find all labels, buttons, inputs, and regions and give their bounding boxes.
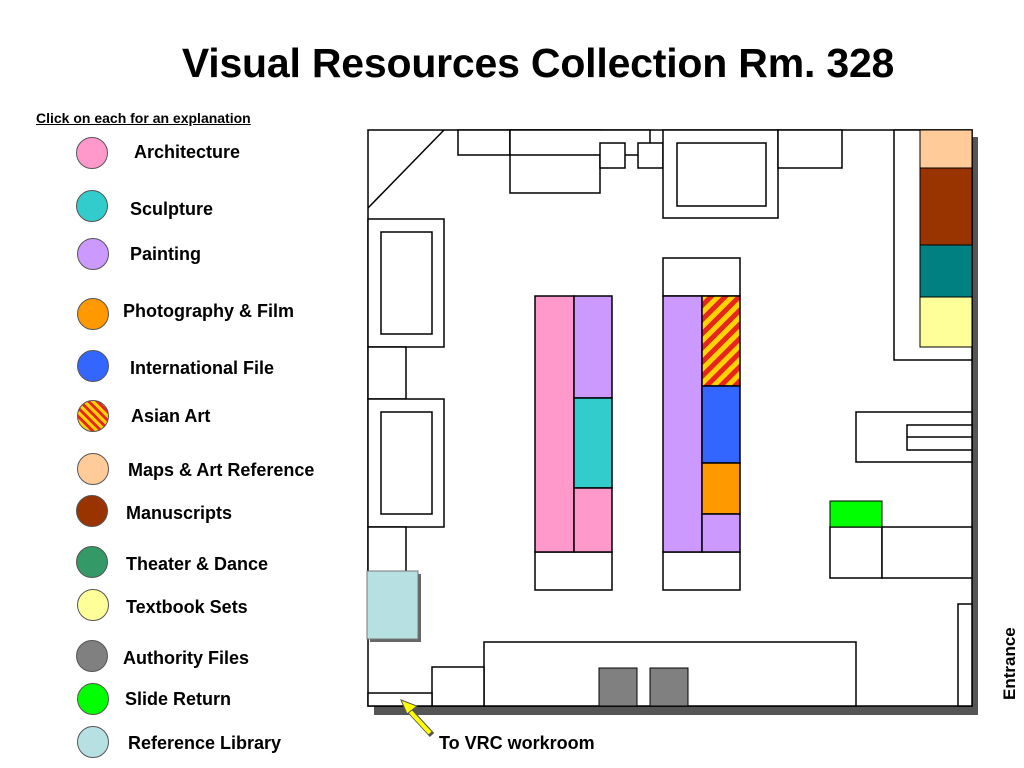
instruction-text: Click on each for an explanation — [36, 110, 251, 126]
legend-item-painting[interactable]: Painting — [77, 238, 277, 276]
legend-label: Manuscripts — [126, 503, 233, 523]
asian-art-swatch-icon — [77, 400, 109, 432]
region-international-file[interactable] — [701, 385, 741, 464]
painting-swatch-icon — [77, 238, 109, 270]
top-counter — [509, 129, 651, 156]
slide-return-swatch-icon — [77, 683, 109, 715]
top-box-1 — [599, 142, 626, 169]
center-row-2-base — [662, 551, 741, 591]
sculpture-swatch-icon — [76, 190, 108, 222]
top-box-2 — [637, 142, 664, 169]
legend-label: Maps & Art Reference — [128, 460, 315, 480]
legend-label: Textbook Sets — [126, 597, 248, 617]
international-file-swatch-icon — [77, 350, 109, 382]
region-architecture-row1b[interactable] — [573, 487, 613, 553]
legend-item-theater-dance[interactable]: Theater & Dance — [76, 546, 306, 584]
region-sculpture[interactable] — [573, 397, 613, 489]
legend-label: Painting — [130, 244, 201, 264]
region-photography-film[interactable] — [701, 462, 741, 515]
legend-item-textbook-sets[interactable]: Textbook Sets — [77, 589, 307, 627]
left-chair — [367, 346, 407, 400]
bottom-cabinet — [431, 666, 485, 707]
right-cabinet-1 — [829, 526, 883, 579]
legend-label: International File — [130, 358, 275, 378]
workroom-link[interactable]: To VRC workroom — [439, 733, 595, 753]
legend-item-authority-files[interactable]: Authority Files — [76, 640, 306, 678]
maps-art-reference-swatch-icon — [77, 453, 109, 485]
legend-label: Architecture — [134, 142, 241, 162]
region-reference-library[interactable] — [366, 570, 419, 640]
region-asian-art[interactable] — [701, 295, 741, 387]
region-slide-return[interactable] — [829, 500, 883, 528]
legend-label: Reference Library — [128, 733, 282, 753]
photography-film-swatch-icon — [77, 298, 109, 330]
region-painting-row1[interactable] — [573, 295, 613, 399]
top-cabinet-1 — [457, 129, 511, 156]
legend-label: Photography & Film — [123, 301, 294, 321]
region-architecture-row1[interactable] — [534, 295, 575, 553]
region-authority-files-1[interactable] — [598, 667, 638, 707]
legend-item-maps-art-reference[interactable]: Maps & Art Reference — [77, 453, 347, 491]
legend-label: Asian Art — [131, 406, 211, 426]
reference-library-swatch-icon — [77, 726, 109, 758]
left-table-1-top — [380, 231, 433, 335]
workroom-arrow-icon — [400, 699, 435, 738]
region-theater-dance[interactable] — [919, 244, 973, 298]
workroom-door — [367, 692, 433, 707]
legend-item-slide-return[interactable]: Slide Return — [77, 683, 307, 721]
region-manuscripts[interactable] — [919, 167, 973, 246]
left-chair-2 — [367, 526, 407, 573]
legend-item-sculpture[interactable]: Sculpture — [76, 190, 276, 228]
center-row-1-base — [534, 551, 613, 591]
entrance-label: Entrance — [1000, 627, 1019, 700]
center-row-2-top — [662, 257, 741, 297]
left-table-2-top — [380, 411, 433, 515]
textbook-sets-swatch-icon — [77, 589, 109, 621]
authority-files-swatch-icon — [76, 640, 108, 672]
legend-item-asian-art[interactable]: Asian Art — [77, 400, 277, 438]
architecture-swatch-icon — [76, 137, 108, 169]
legend-item-international-file[interactable]: International File — [77, 350, 327, 388]
theater-dance-swatch-icon — [76, 546, 108, 578]
page-title: Visual Resources Collection Rm. 328 — [181, 40, 895, 86]
legend-label: Theater & Dance — [126, 554, 269, 574]
region-painting-row2[interactable] — [662, 295, 703, 553]
legend-label: Authority Files — [123, 648, 250, 668]
corner-diagonal — [367, 129, 445, 209]
legend-item-architecture[interactable]: Architecture — [76, 137, 276, 175]
entrance-door — [957, 603, 973, 707]
region-authority-files-2[interactable] — [649, 667, 689, 707]
legend-item-reference-library[interactable]: Reference Library — [77, 726, 327, 764]
region-textbook-sets[interactable] — [919, 296, 973, 348]
light-table-top — [676, 142, 767, 207]
right-cabinet-2 — [881, 526, 973, 579]
region-maps-art-reference[interactable] — [919, 129, 973, 169]
legend-label: Sculpture — [130, 199, 214, 219]
region-painting-row2b[interactable] — [701, 513, 741, 553]
top-cabinet-3 — [777, 129, 843, 169]
manuscripts-swatch-icon — [76, 495, 108, 527]
legend-label: Slide Return — [125, 689, 232, 709]
legend-item-photography-film[interactable]: Photography & Film — [77, 298, 327, 336]
legend-item-manuscripts[interactable]: Manuscripts — [76, 495, 276, 533]
